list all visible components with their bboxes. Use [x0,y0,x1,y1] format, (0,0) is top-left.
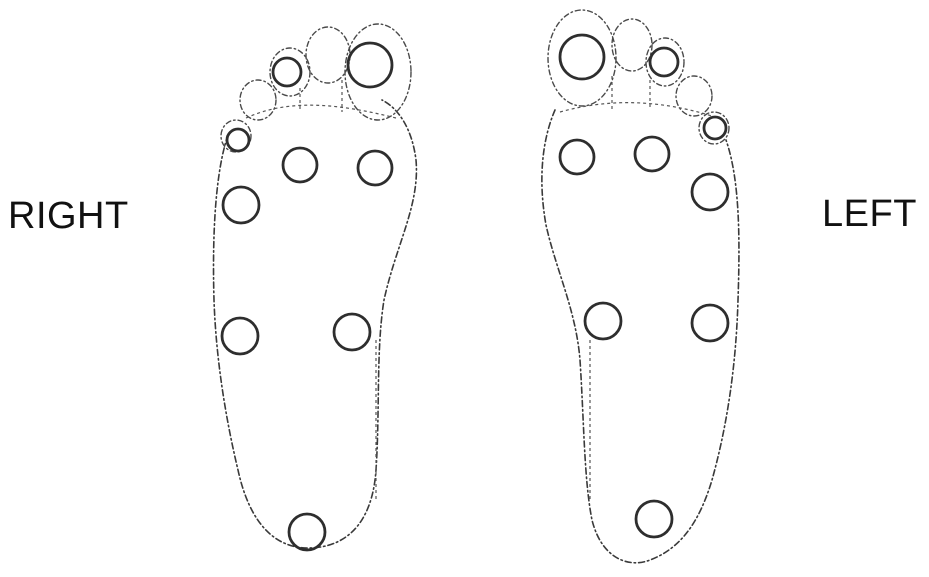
sensor [223,187,259,223]
right-foot-outline [214,100,417,548]
right-toe-4 [240,80,276,120]
right-toe-crease [246,105,396,118]
left-big-toe [548,10,616,106]
sensor [635,137,669,171]
sensor [704,117,726,139]
sensor [334,314,370,350]
sensor [348,43,392,87]
right-big-toe [345,24,411,120]
right-toe-3 [270,48,310,96]
sensor [283,148,317,182]
sensor [227,129,249,151]
left-foot-outline [542,110,739,563]
right-toe-2 [306,27,350,83]
sensor [692,305,728,341]
label-left: LEFT [822,193,917,235]
sensor [636,501,672,537]
sensor [289,514,325,550]
left-toe-4 [676,76,712,116]
label-right: RIGHT [8,195,129,237]
sensor [273,58,301,86]
right-foot [214,24,417,550]
sensor [222,318,258,354]
left-toe-crease [560,103,712,116]
sensor [585,303,621,339]
sensor [692,174,728,210]
sensor [358,151,392,185]
sensor [560,35,604,79]
sensor [560,140,594,174]
sensor [650,48,678,76]
left-foot [542,10,739,563]
